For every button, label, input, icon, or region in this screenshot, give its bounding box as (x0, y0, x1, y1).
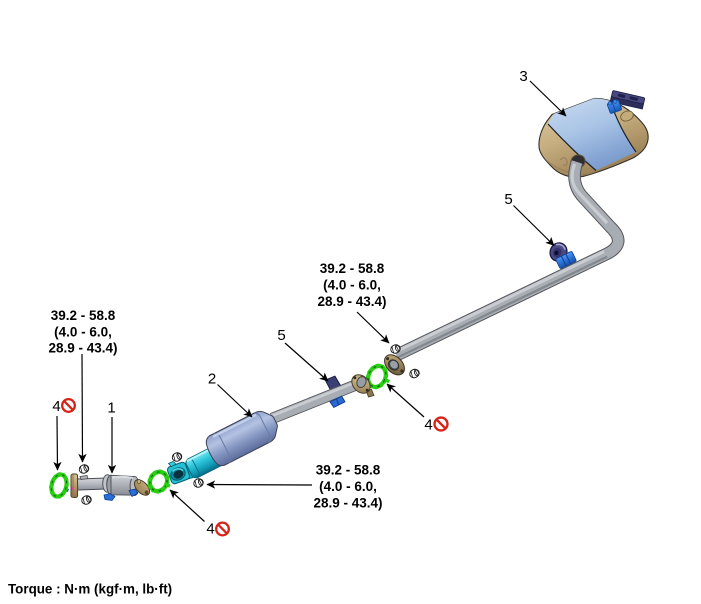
svg-text:Torque : N·m (kgf·m, lb·ft): Torque : N·m (kgf·m, lb·ft) (8, 582, 172, 597)
svg-text:28.9 - 43.4): 28.9 - 43.4) (48, 341, 117, 356)
svg-text:39.2 - 58.8: 39.2 - 58.8 (320, 261, 385, 276)
svg-text:39.2 - 58.8: 39.2 - 58.8 (316, 463, 381, 478)
svg-text:(4.0 - 6.0,: (4.0 - 6.0, (319, 479, 377, 494)
svg-text:(4.0 - 6.0,: (4.0 - 6.0, (323, 278, 381, 293)
svg-text:28.9 - 43.4): 28.9 - 43.4) (317, 294, 386, 309)
svg-text:4: 4 (52, 398, 60, 415)
svg-text:4: 4 (424, 417, 432, 434)
svg-text:3: 3 (519, 68, 527, 85)
svg-text:2: 2 (208, 371, 216, 388)
svg-text:5: 5 (504, 191, 512, 208)
svg-text:4: 4 (206, 521, 214, 538)
svg-text:28.9 - 43.4): 28.9 - 43.4) (313, 496, 382, 511)
svg-text:1: 1 (107, 400, 115, 417)
svg-text:(4.0 - 6.0,: (4.0 - 6.0, (54, 325, 112, 340)
svg-text:5: 5 (277, 327, 285, 344)
svg-text:39.2 - 58.8: 39.2 - 58.8 (51, 308, 116, 323)
